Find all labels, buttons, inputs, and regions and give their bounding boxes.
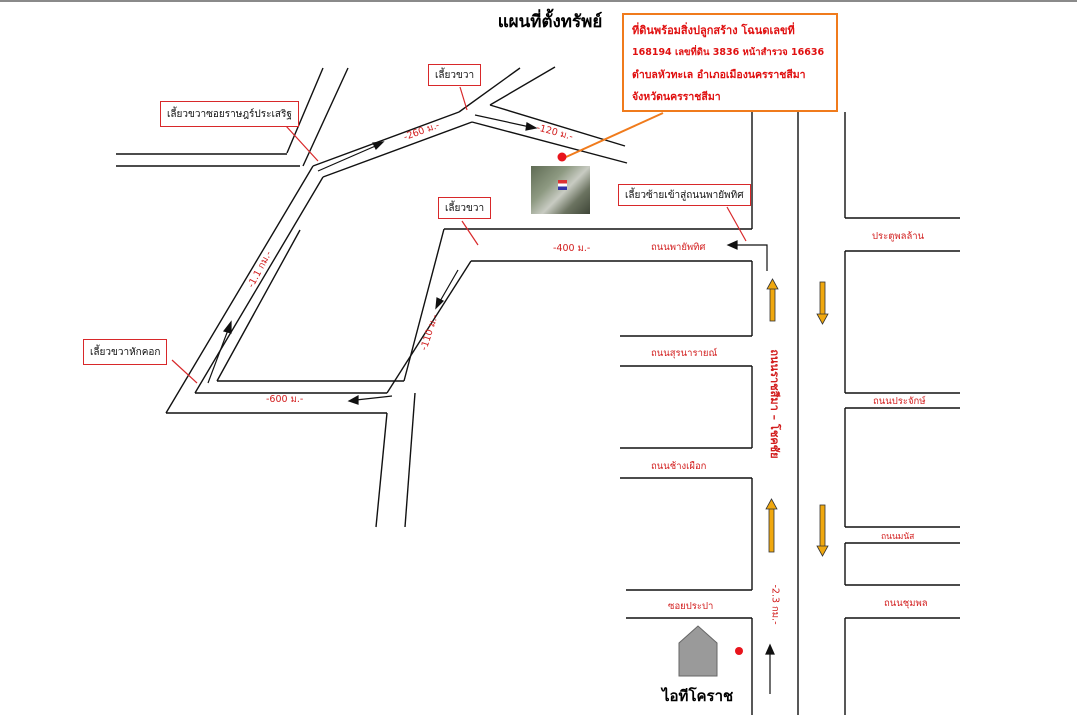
info-line-3: ตำบลหัวทะเล อำเภอเมืองนครราชสีมา — [632, 69, 806, 81]
callout-turn-right-top: เลี้ยวขวา — [428, 64, 482, 86]
callout-turn-right-rat: เลี้ยวขวาซอยราษฎร์ประเสริฐ — [160, 101, 299, 127]
road-label-chang-phueak: ถนนช้างเผือก — [651, 461, 707, 472]
property-info-box: ที่ดินพร้อมสิ่งปลูกสร้าง โฉนดเลขที่ 1681… — [622, 13, 838, 112]
info-line-2: 168194 เลขที่ดิน 3836 หน้าสำรวจ 16636 — [632, 47, 825, 58]
route-arrow-up-left — [207, 320, 232, 384]
road-label-soi-prapa: ซอยประปา — [668, 601, 714, 612]
double-arrow-icon — [766, 278, 779, 322]
route-arrow-to-property — [474, 114, 538, 131]
route-arrow-left-phayap — [726, 240, 768, 271]
callout-turn-right-mid: เลี้ยวขวา — [438, 197, 492, 219]
house-icon — [678, 625, 718, 677]
route-arrow-down — [435, 269, 459, 310]
route-arrow-upper — [317, 141, 385, 172]
double-arrow-icon — [765, 278, 829, 557]
red-dot-icon — [735, 647, 743, 655]
road-label-chumphon: ถนนชุมพล — [884, 598, 928, 609]
distance-label: -600 ม.- — [266, 394, 304, 405]
distance-label: -400 ม.- — [553, 243, 591, 254]
road-label-prajak: ถนนประจักษ์ — [873, 396, 926, 407]
route-arrows — [207, 114, 775, 694]
info-leader — [565, 112, 664, 158]
road-label-pratu-phon: ประตูพลล้าน — [872, 231, 925, 242]
double-arrow-icon — [816, 281, 829, 325]
landmark-label: ไอทีโคราช — [662, 687, 734, 705]
double-arrow-icon — [765, 498, 778, 553]
callout-turn-right-hakkhok: เลี้ยวขวาหักคอก — [83, 339, 168, 365]
distance-label: -2.3 กม.- — [769, 584, 781, 625]
callout-turn-left-phayap: เลี้ยวซ้ายเข้าสู่ถนนพายัพทิศ — [618, 184, 751, 206]
route-arrow-left-600 — [347, 394, 393, 405]
property-photo — [531, 166, 590, 214]
road-label-phayap: ถนนพายัพทิศ — [651, 242, 706, 253]
info-line-1: ที่ดินพร้อมสิ่งปลูกสร้าง โฉนดเลขที่ — [632, 24, 795, 37]
red-dot-icon — [557, 152, 567, 162]
road-lines — [116, 66, 960, 715]
road-label-mana: ถนนมนัส — [881, 532, 915, 542]
callout-leaders — [171, 86, 747, 384]
road-label-main: ถนนราชสีมา – โชคชัย — [768, 349, 781, 459]
route-arrow-up-main — [765, 643, 775, 694]
info-line-4: จังหวัดนครราชสีมา — [632, 91, 721, 103]
page-title: แผนที่ตั้งทรัพย์ — [497, 12, 603, 32]
double-arrow-icon — [816, 504, 829, 557]
flag-icon — [558, 180, 567, 190]
road-label-suranarai: ถนนสุรนารายณ์ — [651, 348, 718, 359]
